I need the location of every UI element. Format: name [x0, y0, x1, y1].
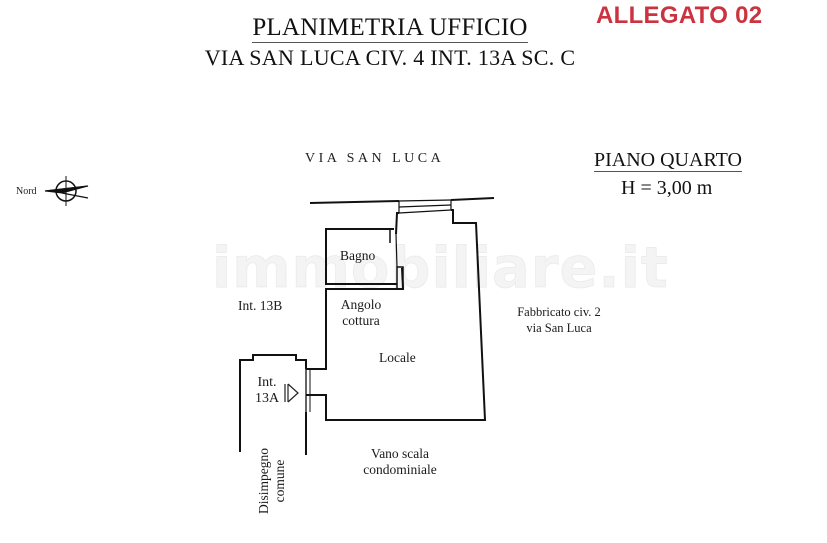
entrance-arrow-icon: [284, 383, 299, 403]
room-label-angolo-cottura: Angolo cottura: [336, 297, 386, 329]
label-line: Int.: [257, 375, 277, 390]
label-int-13b: Int. 13B: [238, 298, 283, 313]
wall-bagno: [325, 228, 397, 285]
label-line: via San Luca: [526, 321, 592, 335]
room-label-locale: Locale: [379, 350, 416, 365]
wall-disimpegno: [239, 354, 307, 452]
wall: [395, 212, 399, 235]
room-label-line: cottura: [342, 313, 380, 328]
label-fabbricato: Fabbricato civ. 2 via San Luca: [509, 304, 609, 336]
label-line: Vano scala: [370, 446, 430, 461]
wall-outer: [306, 209, 487, 421]
height-label: H = 3,00 m: [621, 177, 713, 199]
wall-stub: [396, 266, 404, 290]
north-label: Nord: [16, 186, 37, 197]
compass-north-arrow-icon: [44, 176, 89, 206]
window-icon: [398, 199, 452, 214]
label-line: 13A: [254, 391, 280, 406]
facade-line-right: [450, 197, 495, 201]
facade-line-left: [309, 200, 400, 204]
page-subtitle: VIA SAN LUCA CIV. 4 INT. 13A SC. C: [204, 45, 576, 70]
room-label-line: Angolo: [340, 297, 382, 312]
street-label: VIA SAN LUCA: [305, 151, 445, 166]
label-line: condominiale: [363, 462, 437, 477]
title-text: PLANIMETRIA UFFICIO: [252, 14, 528, 43]
watermark: immobiliare.it: [212, 236, 669, 302]
label-int-13a: Int. 13A: [251, 375, 283, 407]
label-vano-scala: Vano scala condominiale: [352, 446, 448, 478]
page-title: PLANIMETRIA UFFICIO: [0, 14, 780, 43]
label-line: Fabbricato civ. 2: [517, 305, 601, 319]
attachment-label: ALLEGATO 02: [596, 2, 763, 29]
label-disimpegno-comune: Disimpegno comune: [256, 440, 288, 522]
room-label-bagno: Bagno: [340, 248, 376, 263]
label-line: Disimpegno: [256, 448, 271, 514]
label-line: comune: [272, 459, 287, 503]
floor-label: PIANO QUARTO: [594, 149, 742, 172]
